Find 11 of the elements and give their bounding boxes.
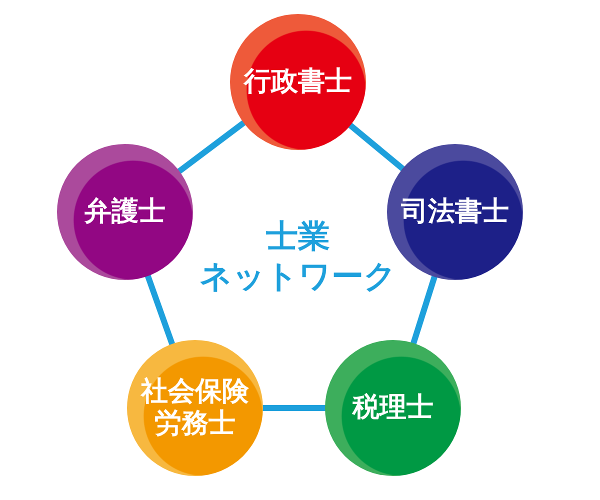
center-heading: ネットワーク [200, 256, 396, 297]
connector-line [346, 122, 406, 172]
node-label: 司法書士 [400, 196, 510, 228]
node-label: 税理士 [351, 392, 434, 424]
node-label: 行政書士 [242, 66, 353, 98]
connector-line [144, 273, 176, 347]
node-label: 社会保険労務士 [140, 376, 250, 440]
connector-line [410, 274, 438, 346]
node-label: 弁護士 [84, 196, 166, 228]
connector-line [261, 405, 327, 411]
center-heading: 士業 [266, 216, 330, 257]
